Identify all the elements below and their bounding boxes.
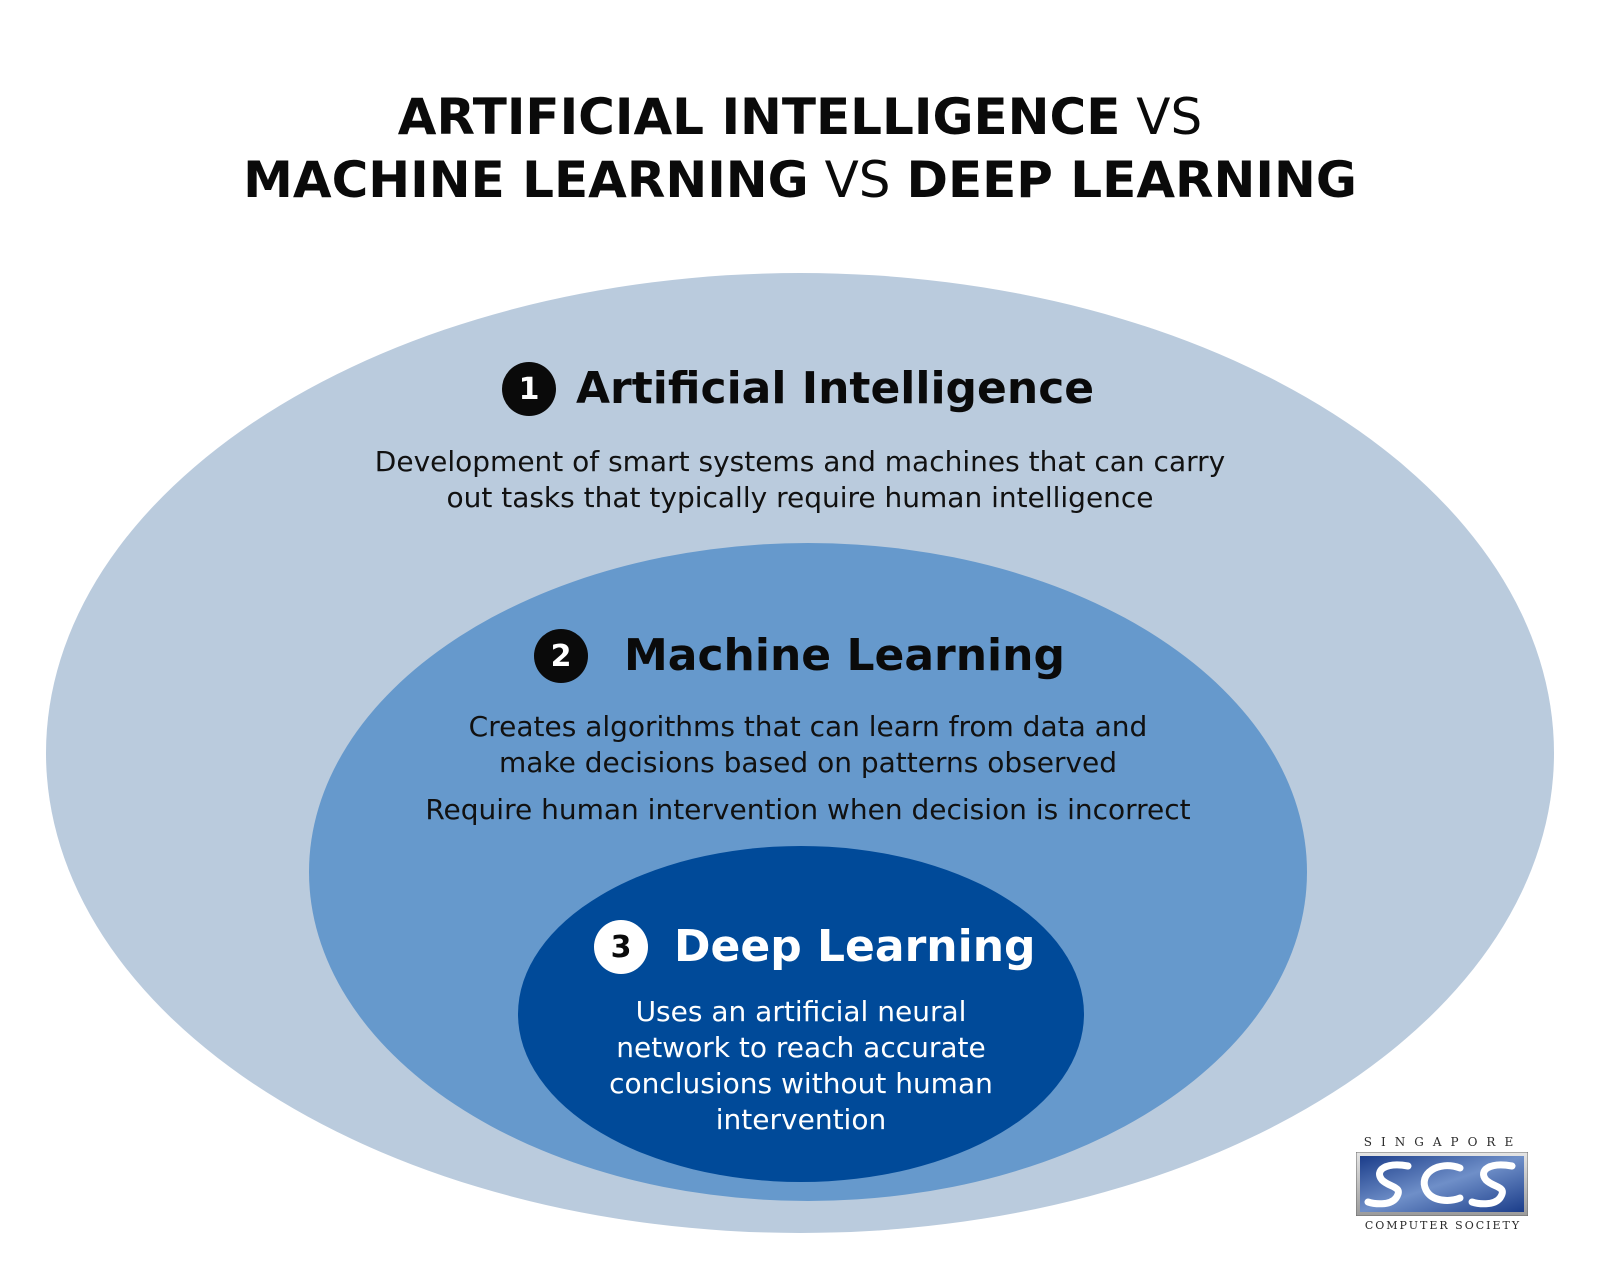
dl-heading: 3 Deep Learning: [594, 920, 1036, 974]
ml-description-line-2: make decisions based on patterns observe…: [498, 746, 1118, 779]
ml-description-line-1: Creates algorithms that can learn from d…: [468, 710, 1148, 743]
page-title-line-1: ARTIFICIAL INTELLIGENCE VS: [0, 84, 1600, 150]
logo-bottom-text: COMPUTER SOCIETY: [1364, 1219, 1522, 1232]
dl-number-badge: 3: [594, 920, 648, 974]
ai-description-line-1: Development of smart systems and machine…: [374, 445, 1226, 478]
dl-description-line-3: conclusions without human: [609, 1067, 993, 1100]
title-ml: MACHINE LEARNING: [243, 151, 809, 209]
dl-ellipse: [518, 846, 1084, 1182]
ai-description: Development of smart systems and machine…: [0, 444, 1600, 516]
title-dl: DEEP LEARNING: [906, 151, 1357, 209]
ml-number-badge: 2: [534, 629, 588, 683]
scs-logo: SINGAPORE COMPUTER SOCIETY: [1354, 1135, 1532, 1235]
dl-description-line-2: network to reach accurate: [616, 1031, 986, 1064]
logo-top-text: SINGAPORE: [1363, 1135, 1523, 1149]
dl-description-line-4: intervention: [715, 1103, 887, 1136]
page-title-line-2: MACHINE LEARNING VS DEEP LEARNING: [0, 147, 1600, 213]
title-vs-1: VS: [1120, 88, 1203, 146]
scs-logo-mark: [1356, 1152, 1528, 1216]
dl-description-line-1: Uses an artificial neural: [635, 995, 967, 1028]
ai-heading: 1 Artificial Intelligence: [502, 362, 1094, 416]
ml-note: Require human intervention when decision…: [425, 793, 1191, 826]
title-vs-2: VS: [808, 151, 907, 209]
dl-description: Uses an artificial neural network to rea…: [518, 994, 1084, 1138]
dl-title: Deep Learning: [674, 921, 1036, 972]
ai-title: Artificial Intelligence: [576, 363, 1095, 414]
ml-heading: 2 Machine Learning: [534, 629, 1065, 683]
title-ai: ARTIFICIAL INTELLIGENCE: [397, 88, 1121, 146]
ml-title: Machine Learning: [624, 630, 1065, 681]
ml-description: Creates algorithms that can learn from d…: [0, 709, 1600, 781]
ai-description-line-2: out tasks that typically require human i…: [446, 481, 1154, 514]
ai-number-badge: 1: [502, 362, 556, 416]
